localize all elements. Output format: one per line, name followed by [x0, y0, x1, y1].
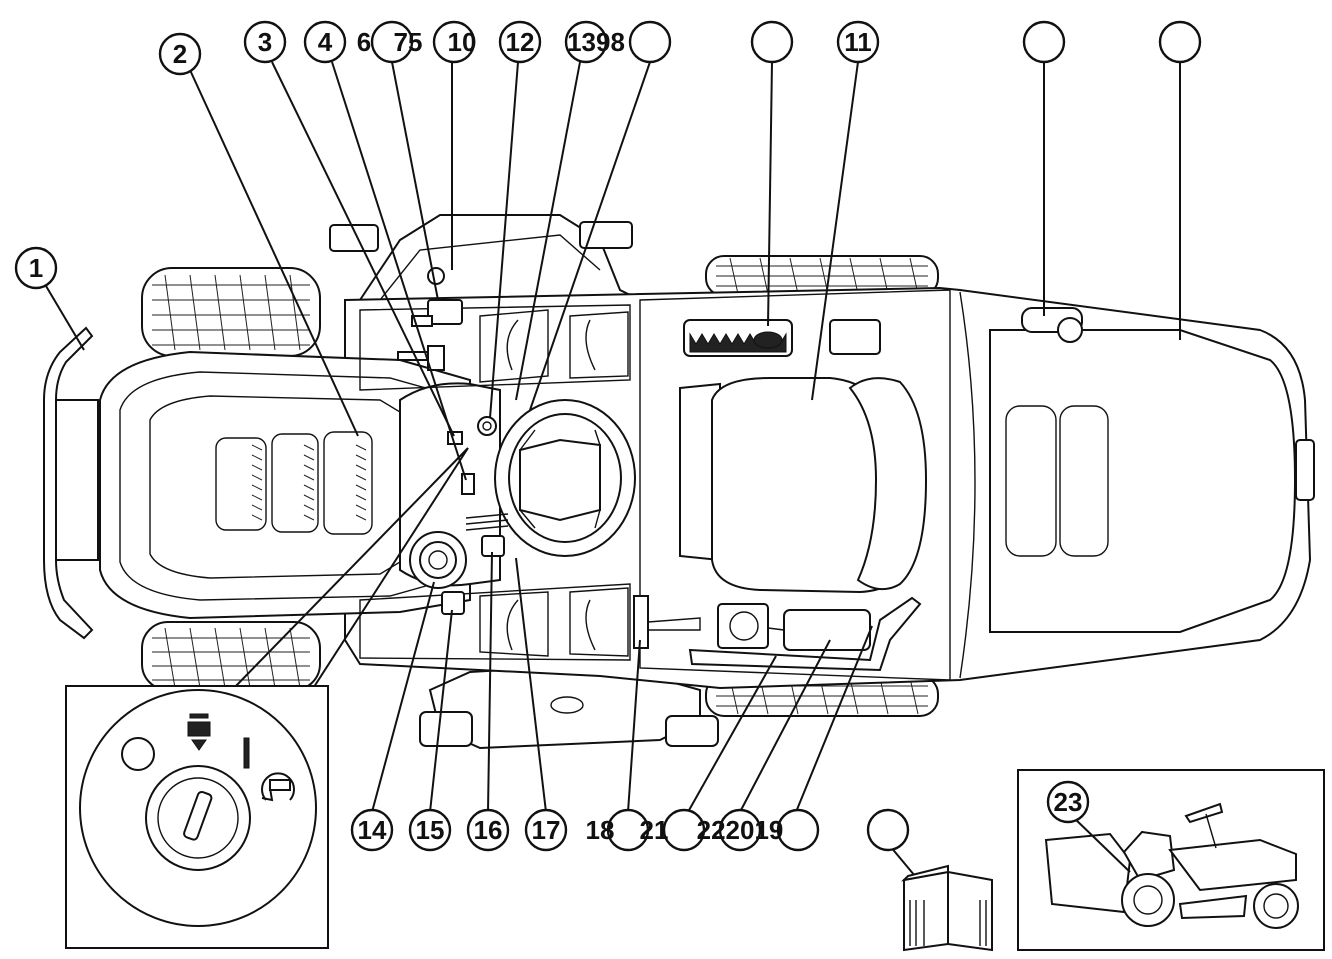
- rear-left-wheel: [705, 255, 939, 297]
- svg-text:12: 12: [506, 27, 535, 57]
- callout-15: 15: [408, 808, 452, 852]
- side-lever: [397, 345, 445, 371]
- callout-blank-c: [1158, 20, 1202, 64]
- lever-3: [447, 431, 463, 445]
- svg-text:222019: 222019: [697, 815, 784, 845]
- svg-text:21: 21: [640, 815, 669, 845]
- callout-3: 3: [243, 20, 287, 64]
- svg-text:2: 2: [173, 39, 187, 69]
- svg-text:10: 10: [448, 27, 477, 57]
- lift-lever: [633, 595, 701, 649]
- seat: [679, 377, 928, 594]
- svg-text:23: 23: [1054, 787, 1083, 817]
- svg-text:6: 6: [357, 27, 371, 57]
- callout-blank-d: [866, 808, 910, 852]
- svg-text:16: 16: [474, 815, 503, 845]
- callout-17: 17: [524, 808, 568, 852]
- callout-1398: 1398: [564, 20, 672, 64]
- callout-2: 2: [158, 32, 202, 76]
- svg-text:4: 4: [318, 27, 333, 57]
- rear-panel: [829, 319, 881, 355]
- grass-collector-tractor-icon: [1044, 802, 1299, 929]
- callout-blank-a: [750, 20, 794, 64]
- leader-lines: [45, 61, 1181, 883]
- operator-manual-icon: [901, 864, 993, 952]
- fuel-gauge: [683, 319, 793, 357]
- callout-75: 75: [370, 20, 423, 64]
- callout-blank-b: [1022, 20, 1066, 64]
- svg-text:3: 3: [258, 27, 272, 57]
- steering-wheel: [494, 399, 636, 557]
- front-left-wheel: [141, 267, 321, 357]
- callout-4: 4: [303, 20, 347, 64]
- bag-handle: [1021, 307, 1083, 343]
- svg-text:1398: 1398: [567, 27, 625, 57]
- pto-switch: [441, 591, 465, 615]
- callout-14: 14: [350, 808, 394, 852]
- ignition-inset: [65, 447, 469, 949]
- indicator-12: [477, 416, 497, 436]
- hood: [99, 350, 471, 620]
- callout-222019: 222019: [697, 808, 820, 852]
- svg-text:17: 17: [532, 815, 561, 845]
- grass-bag: [989, 329, 1315, 633]
- svg-text:15: 15: [416, 815, 445, 845]
- svg-text:75: 75: [394, 27, 423, 57]
- svg-text:1: 1: [29, 253, 43, 283]
- callout-1: 1: [14, 246, 58, 290]
- callout-16: 16: [466, 808, 510, 852]
- svg-text:11: 11: [844, 27, 872, 57]
- hazard-switch: [465, 513, 509, 557]
- svg-text:18: 18: [586, 815, 615, 845]
- choke-knob: [409, 531, 467, 589]
- callout-23: 23: [1046, 780, 1090, 824]
- callout-21: 21: [640, 808, 706, 852]
- callout-6: 6: [357, 27, 371, 57]
- throttle-knob: [427, 267, 445, 285]
- callout-12: 12: [498, 20, 542, 64]
- callout-10: 10: [432, 20, 477, 64]
- svg-text:14: 14: [358, 815, 387, 845]
- front-bumper: [43, 326, 99, 640]
- footplates: [359, 304, 631, 661]
- cutting-height-lever: [411, 299, 463, 327]
- hood-grille: [215, 431, 373, 535]
- front-right-wheel: [141, 621, 321, 691]
- callout-18: 18: [586, 808, 650, 852]
- callout-11: 11: [836, 20, 880, 64]
- choke-icon: [187, 713, 211, 751]
- engine-start-icon: [261, 772, 295, 802]
- switch-6: [461, 473, 475, 495]
